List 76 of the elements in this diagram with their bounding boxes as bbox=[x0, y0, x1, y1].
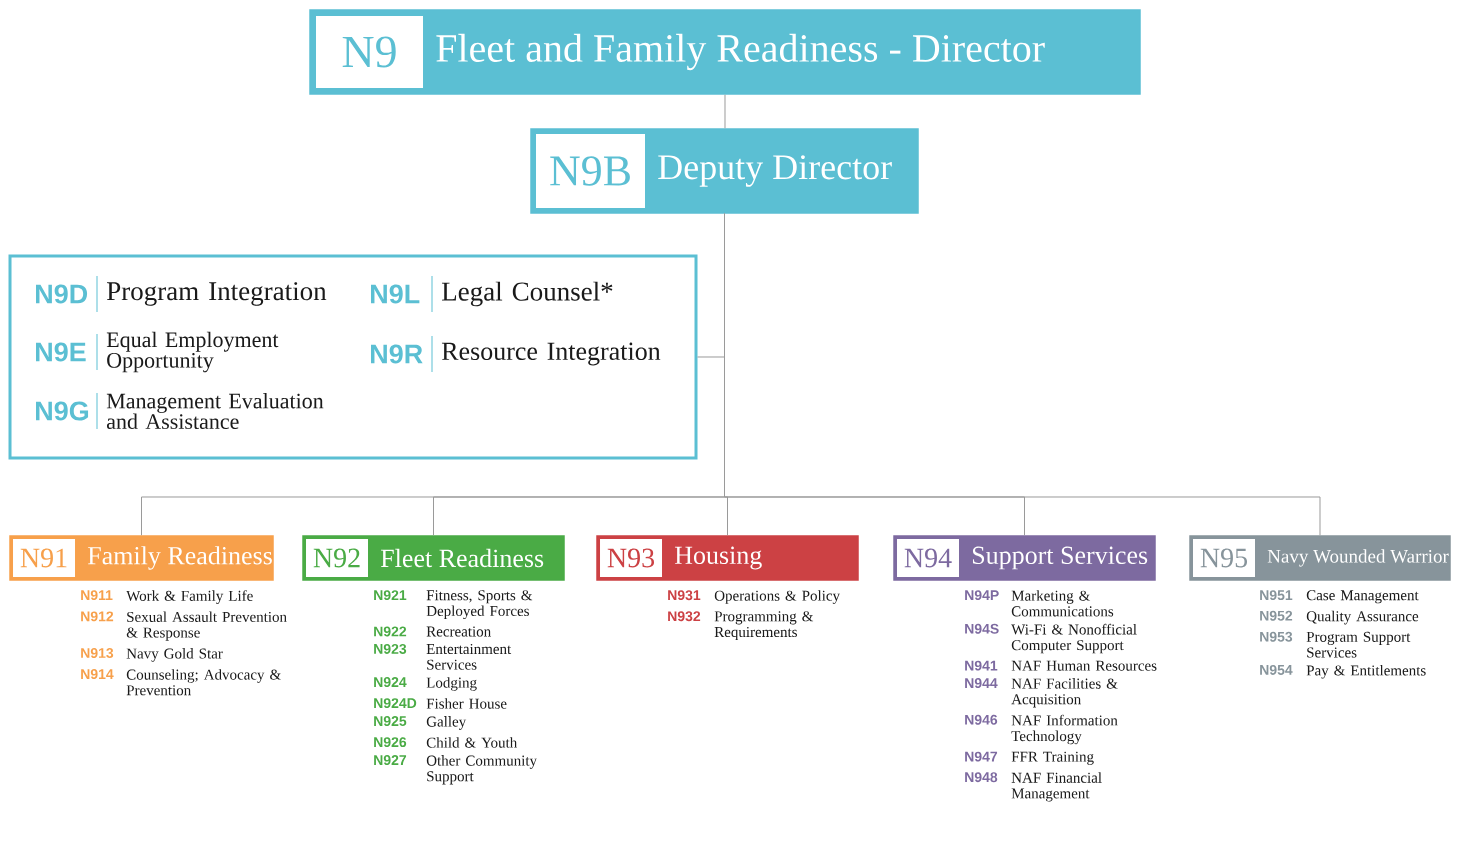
unit-code: N91 bbox=[20, 548, 67, 568]
unit-name: Case Management bbox=[1306, 590, 1419, 604]
unit-name: Pay & Entitlements bbox=[1306, 664, 1426, 679]
unit-code: N924D bbox=[374, 698, 417, 709]
unit-name: Lodging bbox=[426, 677, 477, 691]
connector-line bbox=[724, 94, 726, 129]
unit-name: Fitness, Sports & Deployed Forces bbox=[426, 590, 533, 620]
unit-code: N923 bbox=[374, 643, 407, 654]
unit-name: Other Community Support bbox=[426, 755, 537, 785]
unit-title: Support Services bbox=[972, 546, 1148, 570]
unit-name: Sexual Assault Prevention & Response bbox=[126, 611, 287, 641]
unit-name: Quality Assurance bbox=[1306, 610, 1419, 625]
unit-title: Fleet and Family Readiness - Director bbox=[436, 33, 1045, 71]
unit-name: Wi-Fi & Nonofficial Computer Support bbox=[1011, 623, 1137, 654]
unit-code: N9L bbox=[371, 284, 420, 304]
unit-code: N952 bbox=[1260, 610, 1293, 621]
unit-name: NAF Facilities & Acquisition bbox=[1011, 678, 1118, 708]
unit-title: Family Readiness bbox=[87, 546, 272, 570]
unit-name: Galley bbox=[426, 716, 467, 730]
unit-name: NAF Financial Management bbox=[1011, 772, 1102, 802]
unit-code: N9B bbox=[550, 156, 630, 186]
unit-name: NAF Human Resources bbox=[1011, 660, 1157, 671]
unit-code: N9G bbox=[36, 401, 89, 421]
unit-code: N925 bbox=[374, 716, 407, 727]
unit-code: N944 bbox=[965, 678, 998, 688]
unit-code: N947 bbox=[965, 751, 998, 762]
unit-code: N913 bbox=[81, 648, 114, 658]
unit-code: N948 bbox=[965, 772, 998, 783]
unit-code: N94P bbox=[965, 590, 999, 601]
unit-title: Housing bbox=[674, 546, 762, 570]
unit-code: N912 bbox=[81, 611, 114, 622]
unit-code: N9 bbox=[342, 36, 396, 68]
unit-name: NAF Information Technology bbox=[1011, 714, 1118, 745]
unit-code: N941 bbox=[965, 660, 998, 671]
unit-code: N95 bbox=[1200, 548, 1247, 568]
unit-code: N927 bbox=[374, 755, 407, 766]
unit-code: N9D bbox=[36, 284, 88, 304]
unit-name: Navy Gold Star bbox=[126, 648, 223, 662]
unit-code: N926 bbox=[374, 737, 407, 748]
unit-name: Child & Youth bbox=[426, 737, 517, 748]
unit-code: N954 bbox=[1260, 664, 1293, 675]
unit-title: Deputy Director bbox=[658, 155, 892, 187]
unit-name: Marketing & Communications bbox=[1011, 590, 1114, 617]
unit-code: N914 bbox=[81, 669, 114, 680]
unit-name: Programming & Requirements bbox=[714, 611, 814, 641]
unit-code: N953 bbox=[1260, 631, 1293, 642]
unit-code: N946 bbox=[965, 714, 998, 725]
unit-code: N9R bbox=[371, 344, 423, 364]
unit-name: Work & Family Life bbox=[126, 590, 253, 604]
unit-code: N94S bbox=[965, 623, 999, 634]
unit-name: Operations & Policy bbox=[714, 590, 840, 604]
unit-name: Recreation bbox=[426, 626, 491, 637]
unit-name: FFR Training bbox=[1011, 751, 1094, 765]
unit-name: Fisher House bbox=[426, 698, 507, 709]
unit-code: N9E bbox=[36, 342, 86, 362]
unit-name: Resource Integration bbox=[441, 342, 661, 366]
unit-code: N932 bbox=[668, 611, 701, 622]
unit-name: Legal Counsel* bbox=[442, 281, 613, 307]
unit-title: Fleet Readiness bbox=[380, 548, 544, 568]
unit-name: Program Integration bbox=[107, 282, 327, 306]
unit-code: N92 bbox=[313, 548, 360, 568]
unit-name: Entertainment Services bbox=[426, 643, 512, 670]
unit-title: Navy Wounded Warrior bbox=[1267, 549, 1449, 567]
unit-code: N924 bbox=[374, 677, 407, 688]
unit-name: Equal Employment Opportunity bbox=[106, 331, 279, 373]
connector-line bbox=[724, 213, 1321, 536]
unit-code: N922 bbox=[374, 626, 407, 637]
unit-code: N94 bbox=[904, 548, 952, 568]
unit-code: N93 bbox=[607, 548, 654, 568]
unit-name: Program Support Services bbox=[1306, 631, 1411, 658]
unit-code: N951 bbox=[1260, 590, 1293, 601]
unit-code: N911 bbox=[81, 590, 113, 601]
unit-name: Management Evaluation and Assistance bbox=[106, 393, 324, 430]
unit-name: Counseling; Advocacy & Prevention bbox=[126, 669, 281, 696]
unit-code: N931 bbox=[668, 590, 701, 601]
unit-code: N921 bbox=[374, 590, 407, 601]
